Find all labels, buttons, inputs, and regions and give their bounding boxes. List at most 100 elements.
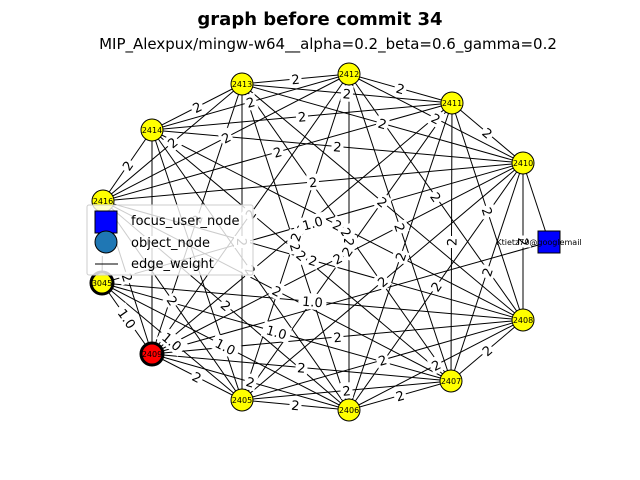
legend-object-marker [94, 230, 118, 254]
graph-node-2409: 2409 [139, 341, 165, 367]
svg-text:1.0: 1.0 [301, 214, 325, 234]
edge-weight-label: 1.0 [297, 292, 328, 312]
edge-weight-label: 2 [514, 235, 531, 248]
edge-weight-label: 2 [162, 291, 183, 310]
edge-weight-label: 2 [443, 235, 461, 249]
graph-node-2408: 2408 [511, 308, 535, 332]
graph-node-2414: 2414 [140, 118, 164, 142]
edge-weight-label: 2 [477, 123, 498, 143]
svg-text:3045: 3045 [92, 279, 112, 288]
edge [522, 162, 550, 243]
graph-node-2407: 2407 [439, 369, 463, 393]
graph-node-user: Ktietz70@googlemail [496, 230, 582, 254]
edge-weight-label: 2 [337, 241, 357, 262]
edge-labels-layer: 2222222222222222222222222222222222222222… [94, 70, 531, 414]
edge-weight-label: 2 [427, 108, 445, 128]
svg-text:Ktietz70@googlemail: Ktietz70@googlemail [496, 238, 581, 247]
edge-weight-label: 2 [188, 367, 206, 387]
svg-text:2412: 2412 [339, 70, 359, 79]
edge-weight-label: 2 [372, 192, 393, 212]
svg-text:2405: 2405 [232, 396, 252, 405]
edge-weight-label: 2 [391, 248, 410, 265]
edge-weight-label: 2 [242, 372, 259, 392]
legend: focus_user_node object_node edge_weight [86, 204, 254, 276]
graph-node-2413: 2413 [230, 72, 254, 96]
svg-text:2416: 2416 [93, 197, 113, 206]
legend-focus-label: focus_user_node [131, 214, 240, 229]
edge-weight-label: 2 [374, 350, 391, 370]
edge-weight-label: 2 [216, 295, 236, 316]
edge-weight-label: 1.0 [260, 320, 293, 344]
edge-weight-label: 2 [339, 381, 354, 400]
svg-text:2: 2 [245, 95, 257, 112]
edge-weight-label: 2 [188, 97, 206, 117]
edge-weight-label: 2 [267, 281, 287, 301]
edge-weight-label: 2 [392, 386, 408, 406]
svg-text:2: 2 [297, 110, 307, 126]
edge-weight-label: 2 [295, 107, 309, 126]
legend-object-label: object_node [131, 236, 210, 251]
legend-edge-label: edge_weight [131, 257, 214, 272]
edge-weight-label: 2 [426, 187, 446, 207]
edge-weight-label: 2 [390, 219, 410, 236]
edge-weight-label: 2 [216, 127, 236, 147]
edge-weight-label: 2 [294, 358, 309, 377]
svg-text:1.0: 1.0 [301, 295, 323, 312]
svg-text:2: 2 [297, 361, 307, 377]
edge-weight-label: 2 [328, 215, 347, 235]
svg-text:2413: 2413 [232, 80, 252, 89]
graph-node-2405: 2405 [230, 388, 254, 412]
edge-weight-label: 2 [477, 340, 497, 361]
edge-weight-label: 2 [288, 70, 303, 89]
edge-weight-label: 2 [372, 271, 393, 292]
svg-text:2407: 2407 [441, 377, 461, 386]
edge-weight-label: 2 [306, 173, 320, 192]
svg-text:2408: 2408 [513, 316, 533, 325]
legend-focus-marker [94, 210, 118, 234]
svg-text:2414: 2414 [142, 126, 162, 135]
edge-weight-label: 2 [288, 396, 303, 415]
graph-node-2412: 2412 [337, 62, 361, 86]
svg-text:2: 2 [291, 73, 301, 89]
svg-text:2: 2 [340, 238, 355, 246]
graph-node-2410: 2410 [511, 151, 535, 175]
edge-weight-label: 2 [426, 276, 446, 297]
edge-weight-label: 2 [374, 114, 391, 133]
edge-weight-label: 2 [305, 251, 321, 271]
svg-text:1.0: 1.0 [264, 323, 288, 343]
svg-text:2406: 2406 [339, 406, 359, 415]
chart-title: graph before commit 34 [197, 9, 442, 30]
edge-weight-label: 2 [291, 245, 312, 266]
svg-text:2: 2 [333, 331, 343, 347]
edge-weight-label: 2 [330, 328, 345, 347]
edge-weight-label: 1.0 [209, 332, 242, 361]
edge-weight-label: 2 [426, 355, 446, 375]
edge-weight-label: 2 [340, 84, 354, 103]
svg-text:2: 2 [394, 389, 406, 406]
edge-weight-label: 2 [242, 92, 259, 112]
edge-weight-label: 2 [269, 142, 286, 162]
svg-text:2: 2 [377, 353, 389, 370]
svg-text:2: 2 [342, 87, 352, 103]
svg-text:2: 2 [308, 176, 318, 192]
edge-weight-label: 2 [392, 79, 409, 99]
edge-weight-label: 2 [478, 203, 497, 220]
svg-text:2411: 2411 [442, 99, 462, 108]
svg-text:2: 2 [394, 82, 406, 99]
edge-weight-label: 2 [117, 156, 138, 175]
chart-subtitle: MIP_Alexpux/mingw-w64__alpha=0.2_beta=0.… [99, 35, 557, 54]
svg-text:2: 2 [445, 238, 460, 246]
svg-text:2409: 2409 [142, 350, 162, 359]
svg-text:2410: 2410 [513, 159, 533, 168]
svg-text:2: 2 [291, 399, 301, 415]
svg-text:2: 2 [272, 145, 284, 162]
svg-text:2: 2 [333, 140, 343, 156]
legend-frame [86, 204, 254, 276]
svg-text:2: 2 [244, 375, 256, 392]
svg-text:2: 2 [307, 254, 319, 271]
edge-weight-label: 1.0 [296, 211, 329, 235]
edge-weight-label: 2 [328, 248, 347, 268]
svg-text:2: 2 [514, 237, 529, 245]
graph-node-2406: 2406 [337, 398, 361, 422]
